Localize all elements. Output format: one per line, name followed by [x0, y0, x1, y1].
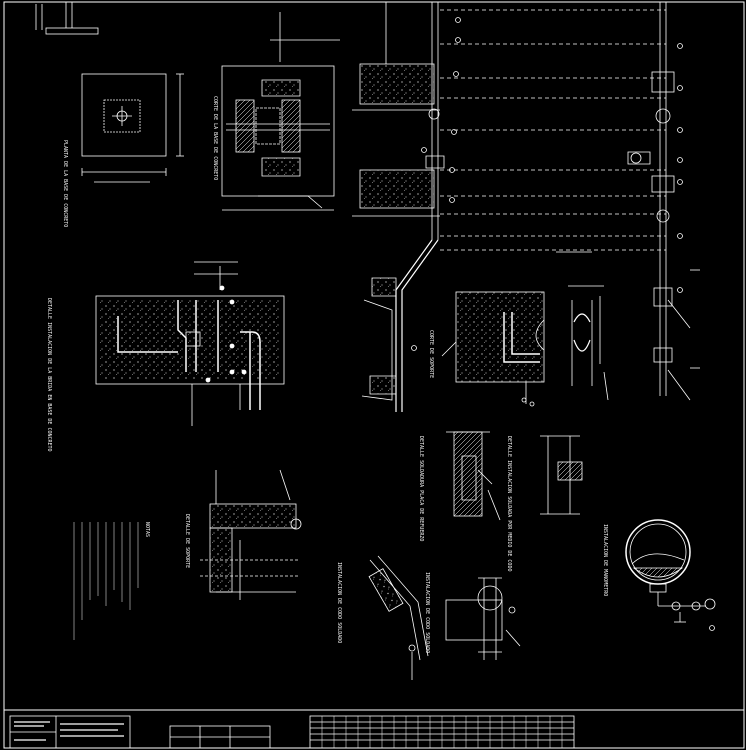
- manometer-install: [625, 519, 716, 631]
- welded-elbow-title: INSTALACION DE CODO SOLDADO: [424, 572, 430, 653]
- section-concrete-base: [221, 12, 340, 211]
- weld-plate-title: DETALLE SOLDADURA PLACA DE REFUERZO: [418, 436, 424, 541]
- flange-base-title: DETALLE INSTALACION DE LA BRIDA EN BASE …: [46, 298, 52, 452]
- title-block-text-marks: [14, 721, 124, 741]
- diagonal-support-title: INSTALACION DE CODO SOLDADO: [336, 562, 342, 643]
- welded-elbow-install: [445, 577, 521, 660]
- plan-concrete-base: [81, 73, 184, 183]
- support-section-title: CORTE DE SOPORTE: [428, 330, 434, 378]
- plan-concrete-base-title: PLANTA DE LA BASE DE CONCRETO: [62, 140, 68, 227]
- diagonal-pipe-support: [368, 555, 429, 680]
- title-block-columns: [321, 716, 563, 748]
- title-block: [9, 715, 575, 749]
- pedestal-fragment: [35, 2, 99, 35]
- weld-detail-elbow: [540, 435, 583, 515]
- beam-section: [200, 469, 302, 600]
- manometer-title: INSTALACION DE MANOMETRO: [602, 524, 608, 596]
- piping-elevation-right: [627, 2, 700, 401]
- weld-elbow-title: DETALLE INSTALACION SOLDADA POR MEDIO DE…: [506, 436, 512, 571]
- support-section: [441, 251, 609, 407]
- notes-block: [73, 522, 139, 640]
- section-concrete-base-title: CORTE DE LA BASE DE CONCRETO: [212, 96, 218, 180]
- beam-section-title: DETALLE DE SOPORTE: [184, 514, 190, 568]
- piping-elevation-center: [352, 2, 666, 412]
- flange-in-concrete-base: [95, 261, 285, 426]
- notes-title: NOTAS: [144, 522, 150, 537]
- weld-detail-plate: [446, 431, 501, 521]
